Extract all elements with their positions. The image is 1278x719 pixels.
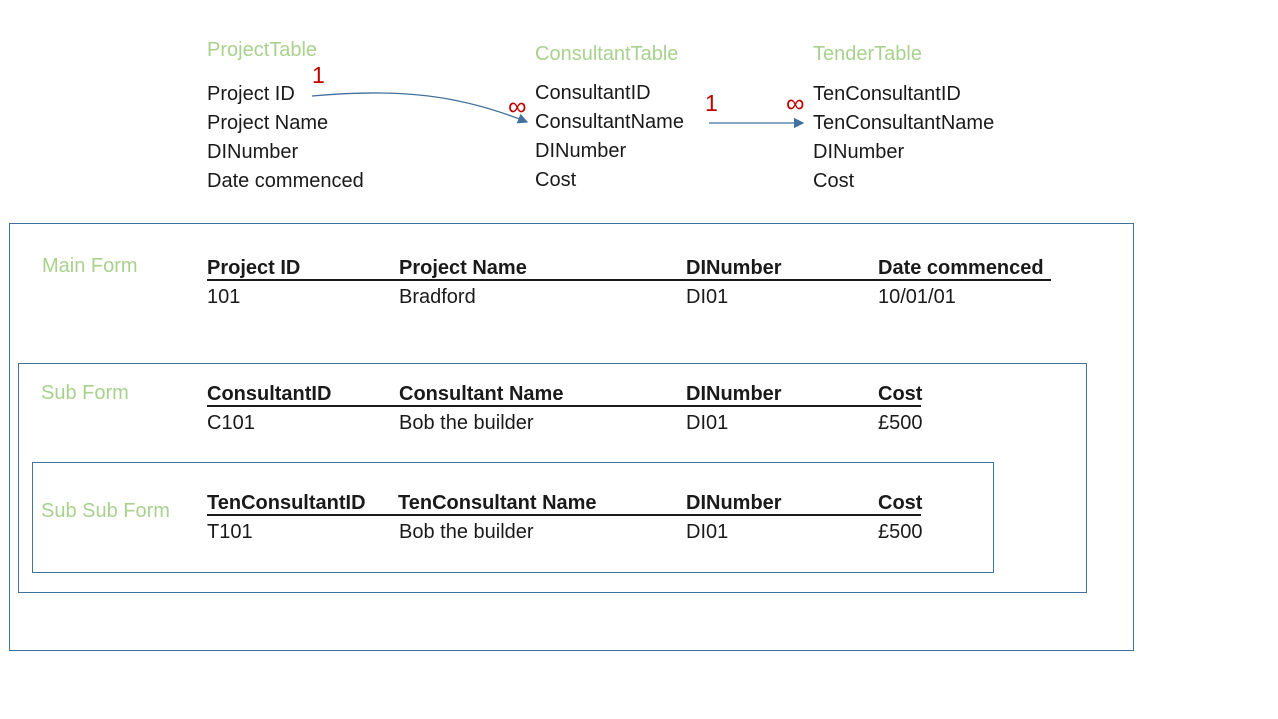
consultant-field-cost: Cost: [535, 169, 577, 191]
sub-value-consultant-name: Bob the builder: [399, 412, 534, 434]
sub-header-consultant-name: Consultant Name: [399, 383, 564, 405]
subsub-value-dinumber: DI01: [686, 521, 729, 543]
subsub-header-rule: [207, 514, 921, 516]
project-field-date: Date commenced: [207, 170, 364, 192]
main-form-box: [9, 223, 1134, 651]
sub-header-rule: [207, 405, 921, 407]
tender-field-name: TenConsultantName: [813, 112, 995, 134]
project-table-title: ProjectTable: [207, 39, 318, 61]
sub-header-dinumber: DINumber: [686, 383, 782, 405]
sub-sub-form-box: [32, 462, 994, 573]
sub-form-box: [18, 363, 1087, 593]
sub-sub-form-label: Sub Sub Form: [41, 500, 170, 522]
subsub-header-dinumber: DINumber: [686, 492, 782, 514]
consultant-table-title: ConsultantTable: [535, 43, 679, 65]
main-header-project-name: Project Name: [399, 257, 527, 279]
sub-value-cost: £500: [878, 412, 923, 434]
consultant-field-dinumber: DINumber: [535, 140, 627, 162]
tender-field-id: TenConsultantID: [813, 83, 961, 105]
subsub-header-cost: Cost: [878, 492, 923, 514]
subsub-value-tenconsultant-name: Bob the builder: [399, 521, 534, 543]
sub-value-dinumber: DI01: [686, 412, 729, 434]
subsub-header-tenconsultant-id: TenConsultantID: [207, 492, 366, 514]
main-form-label: Main Form: [42, 255, 138, 277]
main-header-dinumber: DINumber: [686, 257, 782, 279]
subsub-header-tenconsultant-name: TenConsultant Name: [398, 492, 597, 514]
cardinality-one-consultant: 1: [705, 90, 718, 116]
main-value-dinumber: DI01: [686, 286, 729, 308]
tender-table-title: TenderTable: [813, 43, 922, 65]
cardinality-many-tender: ∞: [786, 88, 805, 118]
main-header-project-id: Project ID: [207, 257, 301, 279]
main-value-date: 10/01/01: [878, 286, 956, 308]
main-value-project-name: Bradford: [399, 286, 476, 308]
consultant-field-name: ConsultantName: [535, 111, 684, 133]
sub-header-cost: Cost: [878, 383, 923, 405]
project-consultant-connector: [311, 92, 529, 124]
sub-form-label: Sub Form: [41, 382, 129, 404]
main-header-rule: [207, 279, 1051, 281]
main-header-date: Date commenced: [878, 257, 1044, 279]
sub-header-consultant-id: ConsultantID: [207, 383, 332, 405]
sub-value-consultant-id: C101: [207, 412, 255, 434]
tender-field-cost: Cost: [813, 170, 855, 192]
cardinality-many-consultant: ∞: [508, 91, 527, 121]
project-field-id: Project ID: [207, 83, 295, 105]
tender-field-dinumber: DINumber: [813, 141, 905, 163]
project-field-dinumber: DINumber: [207, 141, 299, 163]
main-value-project-id: 101: [207, 286, 241, 308]
subsub-value-cost: £500: [878, 521, 923, 543]
cardinality-one-project: 1: [312, 62, 325, 88]
consultant-field-id: ConsultantID: [535, 82, 651, 104]
project-field-name: Project Name: [207, 112, 329, 134]
subsub-value-tenconsultant-id: T101: [207, 521, 253, 543]
